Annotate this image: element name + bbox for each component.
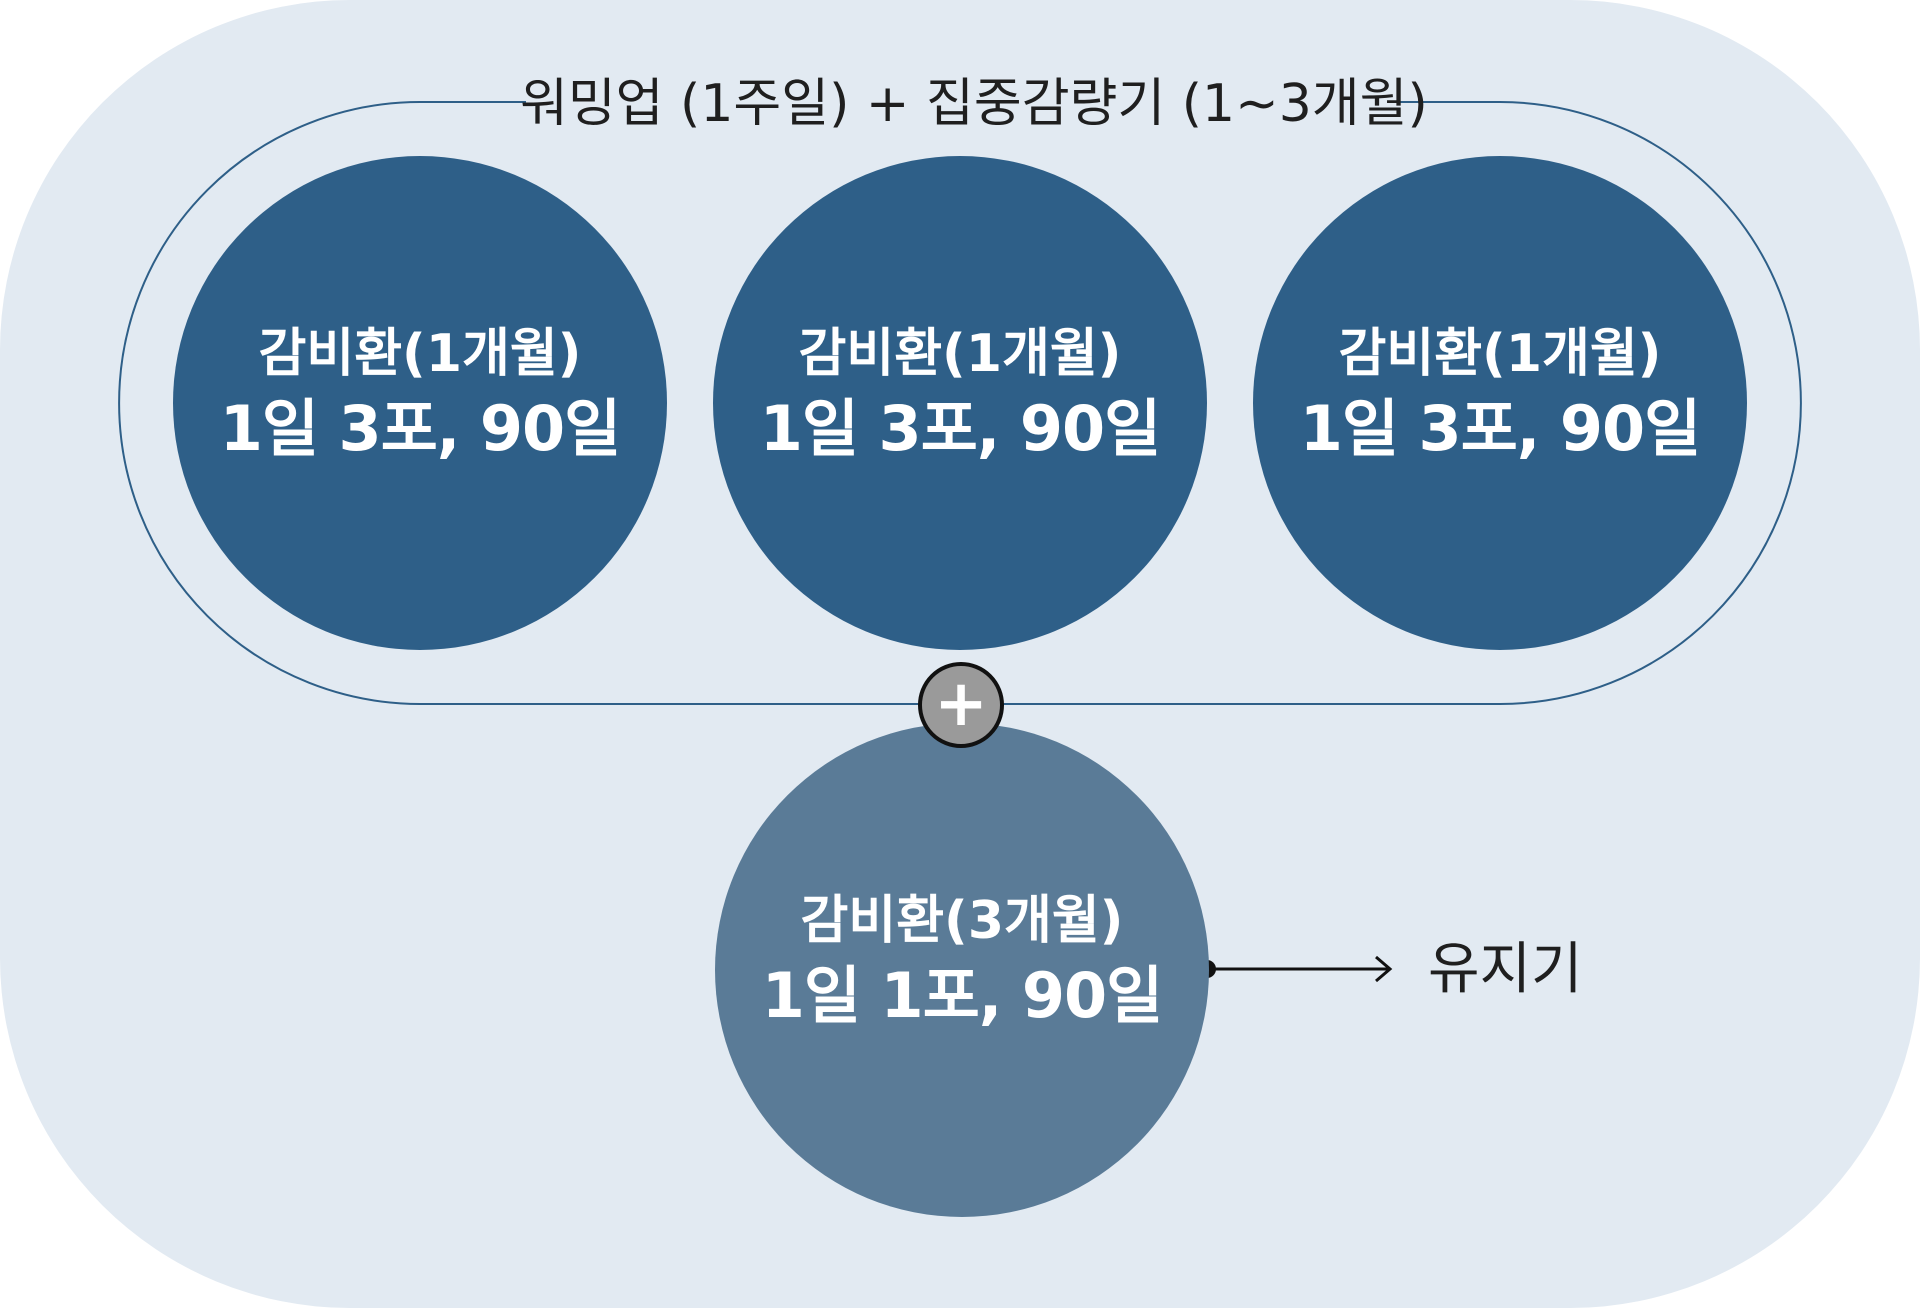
circle-dose: 1일 3포, 90일: [219, 392, 621, 465]
circle-title: 감비환(3개월): [800, 891, 1124, 951]
group-title: 워밍업 (1주일) + 집중감량기 (1~3개월): [520, 74, 1428, 134]
intensive-circle-3: 감비환(1개월) 1일 3포, 90일: [1253, 156, 1747, 650]
plus-icon: +: [918, 662, 1004, 748]
circle-dose: 1일 3포, 90일: [1299, 392, 1701, 465]
maintenance-circle: 감비환(3개월) 1일 1포, 90일: [715, 723, 1209, 1217]
maintenance-arrow-head: [1375, 955, 1393, 983]
circle-dose: 1일 3포, 90일: [759, 392, 1161, 465]
circle-title: 감비환(1개월): [798, 324, 1122, 384]
circle-title: 감비환(1개월): [1338, 324, 1662, 384]
circle-title: 감비환(1개월): [258, 324, 582, 384]
circle-dose: 1일 1포, 90일: [761, 959, 1163, 1032]
maintenance-label: 유지기: [1428, 937, 1583, 1002]
intensive-circle-2: 감비환(1개월) 1일 3포, 90일: [713, 156, 1207, 650]
intensive-circle-1: 감비환(1개월) 1일 3포, 90일: [173, 156, 667, 650]
